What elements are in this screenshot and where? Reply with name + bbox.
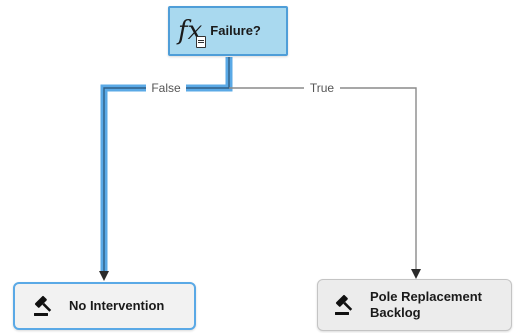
- outcome-label-line1: Pole Replacement: [370, 289, 482, 304]
- gavel-icon: [34, 295, 52, 316]
- function-fx-icon: fx: [178, 18, 207, 48]
- gavel-icon: [335, 294, 353, 315]
- edge-false-label-bg: [146, 80, 186, 96]
- outcome-node-pole-replacement-backlog[interactable]: Pole Replacement Backlog: [317, 279, 512, 331]
- decision-node-failure[interactable]: fx Failure?: [168, 6, 288, 56]
- edge-false-arrowhead: [99, 271, 109, 281]
- edge-false-label: False: [151, 81, 181, 95]
- edge-true-arrowhead: [411, 269, 421, 279]
- decision-label: Failure?: [210, 23, 261, 38]
- edge-false[interactable]: False: [99, 57, 233, 281]
- outcome-label-line2: Backlog: [370, 305, 421, 320]
- edge-true[interactable]: True: [229, 80, 421, 279]
- outcome-label-pole-replacement: Pole Replacement Backlog: [370, 289, 482, 321]
- edge-true-label-bg: [304, 80, 340, 96]
- outcome-node-no-intervention[interactable]: No Intervention: [13, 282, 196, 330]
- document-mini-icon: [196, 36, 207, 48]
- edge-true-label: True: [310, 81, 335, 95]
- outcome-label-no-intervention: No Intervention: [69, 298, 165, 313]
